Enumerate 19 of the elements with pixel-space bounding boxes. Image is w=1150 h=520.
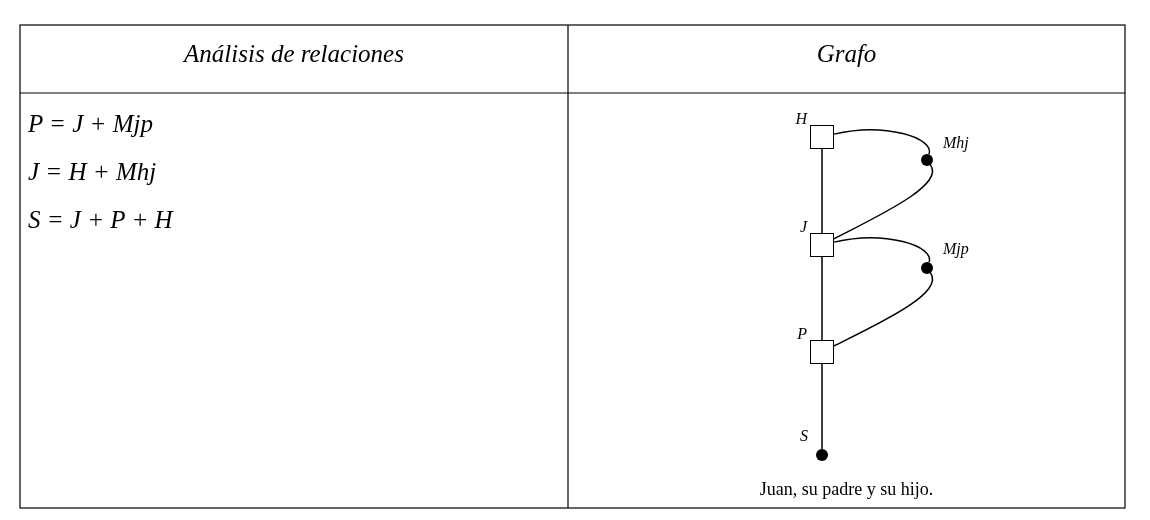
column-header: Grafo [816, 40, 877, 67]
node-label: H [795, 110, 807, 128]
node-label: Mhj [943, 134, 969, 152]
node-label: S [800, 427, 808, 445]
node-label: P [797, 325, 807, 343]
connector-line [821, 256, 823, 341]
connector-line [833, 272, 934, 347]
connector-line [821, 363, 823, 450]
equation: S = J + P + H [28, 206, 173, 233]
node-label: Mjp [943, 240, 969, 258]
connector-line [833, 129, 931, 156]
connector-line [833, 164, 934, 240]
equation: P = J + Mjp [28, 110, 153, 137]
equation: J = H + Mhj [28, 158, 157, 185]
column-header: Análisis de relaciones [184, 40, 404, 67]
graph-caption: Juan, su padre y su hijo. [759, 479, 934, 499]
connector-line [821, 148, 823, 234]
connector-line [833, 237, 931, 264]
node-label: J [799, 218, 807, 236]
